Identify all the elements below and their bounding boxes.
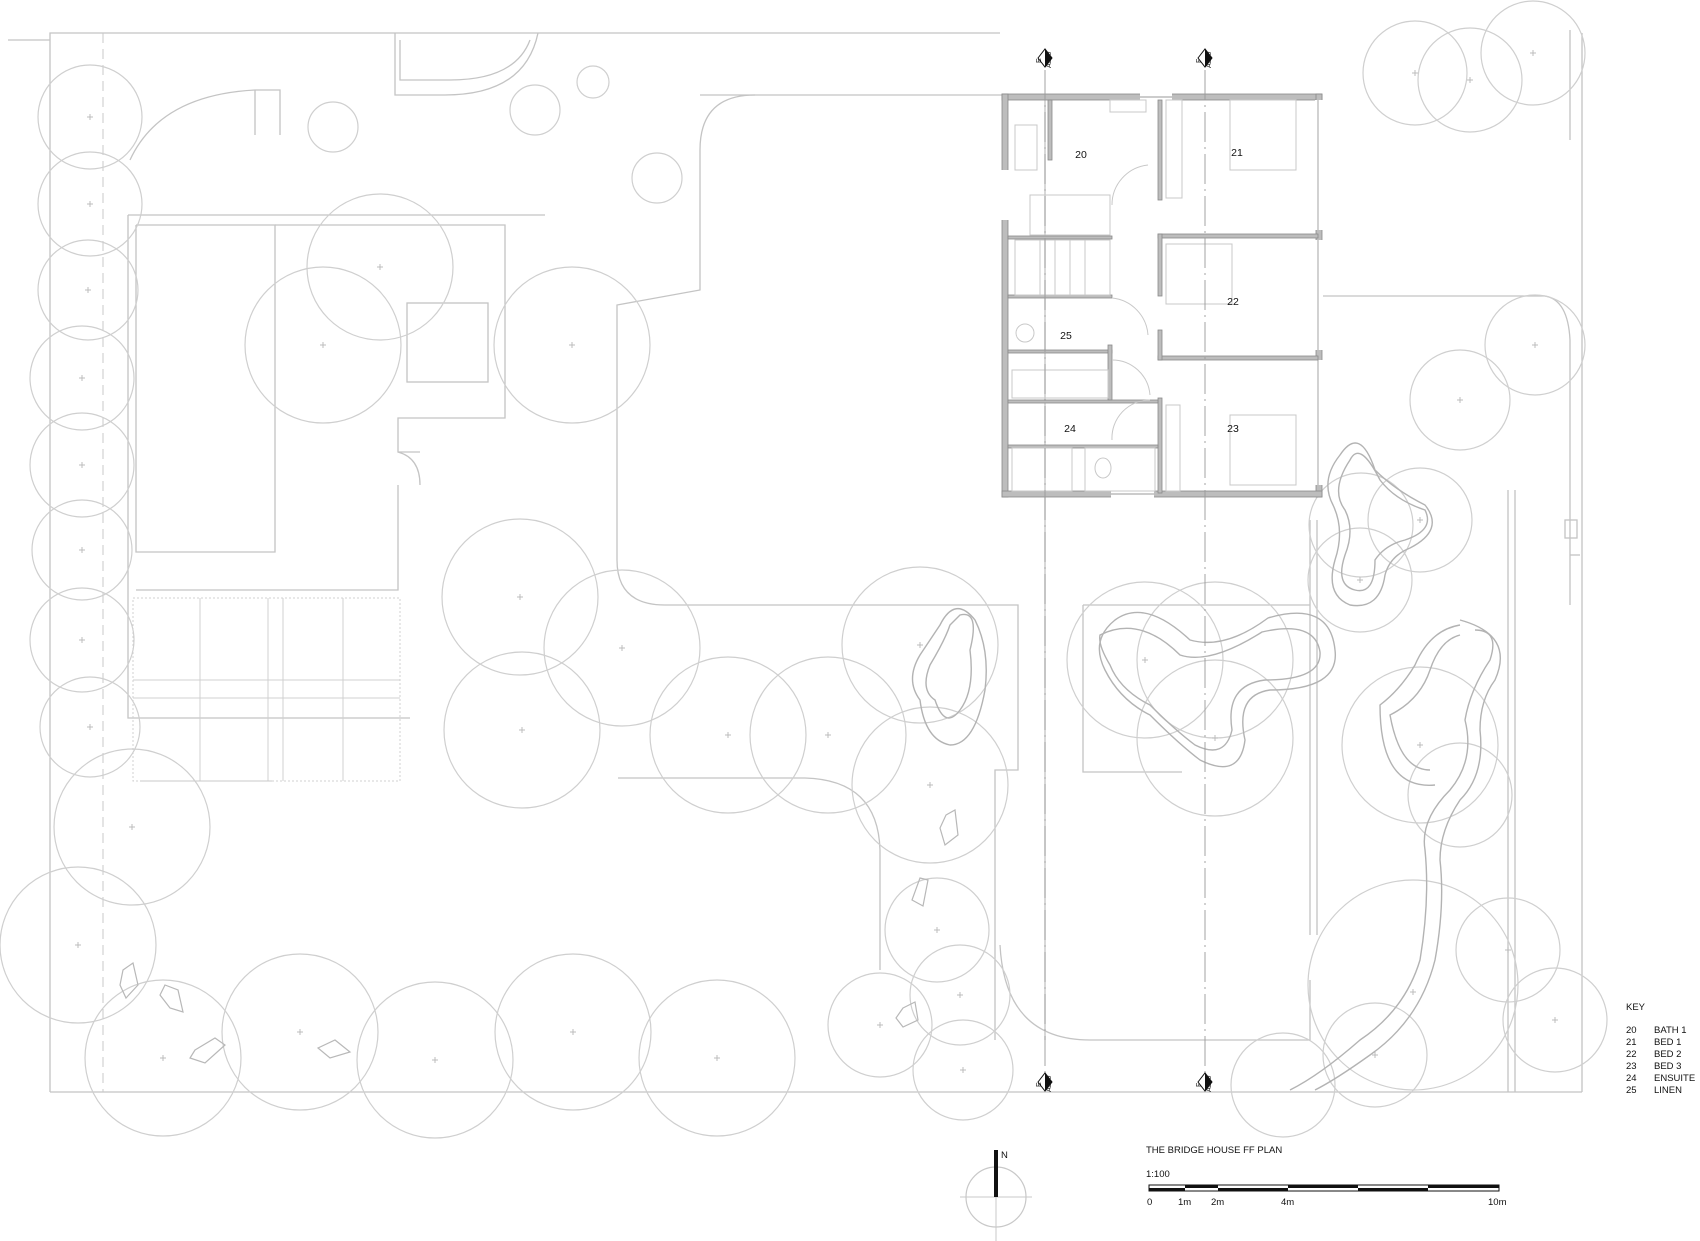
- section-marker-f-bottom: [1197, 1072, 1213, 1092]
- drawing-title: THE BRIDGE HOUSE FF PLAN: [1146, 1145, 1282, 1156]
- section-sheet-e-top: A300: [1046, 52, 1053, 68]
- trees: [0, 0, 1608, 1139]
- section-marker-e-top: [1037, 48, 1053, 68]
- room-number-21: 21: [1231, 147, 1243, 159]
- key-number-24: 24: [1626, 1073, 1637, 1084]
- key-name-21: BED 1: [1654, 1037, 1681, 1048]
- key-name-24: ENSUITE: [1654, 1073, 1695, 1084]
- key-name-23: BED 3: [1654, 1061, 1681, 1072]
- key-number-20: 20: [1626, 1025, 1637, 1036]
- key-name-22: BED 2: [1654, 1049, 1681, 1060]
- section-marker-f-top: [1197, 48, 1213, 68]
- scale-label-1m: 1m: [1178, 1197, 1191, 1208]
- drawing-scale: 1:100: [1146, 1169, 1170, 1180]
- room-number-23: 23: [1227, 423, 1239, 435]
- scale-label-4m: 4m: [1281, 1197, 1294, 1208]
- tree-centre-marks: [75, 50, 1558, 1073]
- room-number-25: 25: [1060, 330, 1072, 342]
- section-marker-e-bottom: [1037, 1072, 1053, 1092]
- section-letter-f-bottom: F: [1196, 1083, 1203, 1087]
- key-number-21: 21: [1626, 1037, 1637, 1048]
- north-arrow: N: [960, 1150, 1032, 1241]
- key-name-20: BATH 1: [1654, 1025, 1687, 1036]
- section-lines: [1044, 70, 1206, 1075]
- site-boundary: [8, 32, 1583, 1093]
- gate-and-entry: [129, 32, 539, 161]
- garden-beds: [911, 442, 1501, 1091]
- east-paths: [1082, 30, 1580, 1092]
- first-floor-plan: [1001, 93, 1323, 498]
- section-letter-e-bottom: E: [1036, 1082, 1043, 1087]
- section-letter-e-top: E: [1036, 58, 1043, 63]
- room-number-20: 20: [1075, 149, 1087, 161]
- section-sheet-e-bottom: A300: [1046, 1076, 1053, 1092]
- ground-floor-footprint: [127, 214, 545, 719]
- stepping-stones: [119, 809, 959, 1064]
- key-name-25: LINEN: [1654, 1085, 1682, 1096]
- scale-bar: [1148, 1184, 1500, 1192]
- room-key: KEY 20 BATH 1 21 BED 1 22 BED 2 23 BED 3…: [1626, 1002, 1695, 1096]
- section-letter-f-top: F: [1196, 59, 1203, 63]
- section-sheet-f-top: A300: [1206, 52, 1213, 68]
- section-sheet-f-bottom: A300: [1206, 1076, 1213, 1092]
- room-number-24: 24: [1064, 423, 1076, 435]
- key-number-23: 23: [1626, 1061, 1637, 1072]
- north-label: N: [1001, 1150, 1008, 1161]
- key-number-25: 25: [1626, 1085, 1637, 1096]
- scale-label-2m: 2m: [1211, 1197, 1224, 1208]
- key-heading: KEY: [1626, 1002, 1646, 1013]
- scale-label-10m: 10m: [1488, 1197, 1507, 1208]
- key-number-22: 22: [1626, 1049, 1637, 1060]
- pergola-grid: [132, 597, 401, 782]
- room-number-22: 22: [1227, 296, 1239, 308]
- scale-label-0: 0: [1147, 1197, 1152, 1208]
